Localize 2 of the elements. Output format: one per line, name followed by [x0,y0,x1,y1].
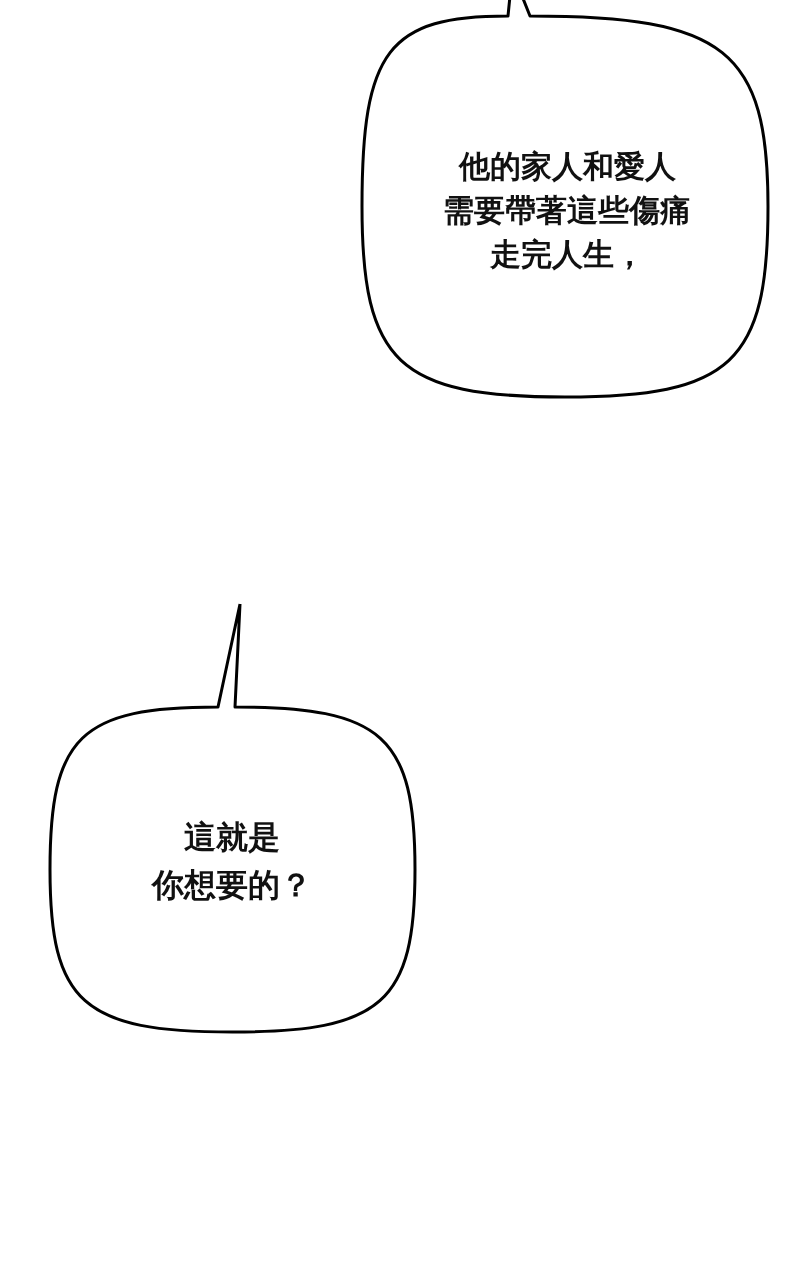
bubble-text: 這就是你想要的？ [152,817,312,906]
bubble-text: 他的家人和愛人需要帶著這些傷痛走完人生， [443,147,691,274]
